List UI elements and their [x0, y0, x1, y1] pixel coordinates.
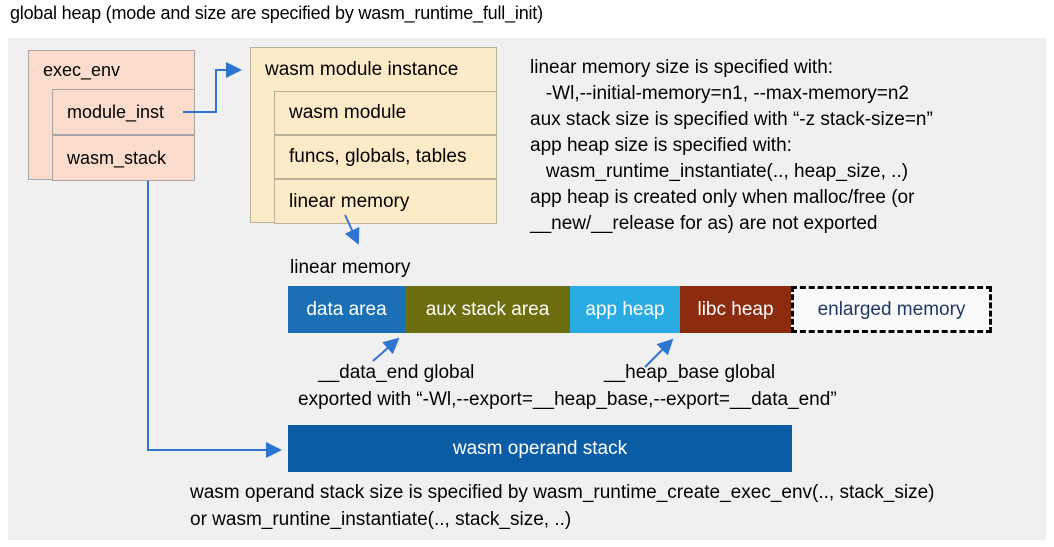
- linear-memory-label: linear memory: [290, 257, 411, 278]
- exec-env-field-wasm-stack: wasm_stack: [52, 135, 195, 181]
- instance-field-linear-memory: linear memory: [274, 179, 497, 224]
- segment-aux-stack-area: aux stack area: [405, 286, 570, 333]
- note-app-heap-created-2: __new/__release for as) are not exported: [530, 213, 878, 234]
- note-linear-memory-size: linear memory size is specified with:: [530, 57, 834, 78]
- note-app-heap-created-1: app heap is created only when malloc/fre…: [530, 187, 915, 208]
- module-instance-title: wasm module instance: [265, 58, 459, 80]
- wasm-operand-stack-bar: wasm operand stack: [288, 425, 792, 472]
- instance-field-wasm-module: wasm module: [274, 91, 497, 135]
- note-operand-stack-size-2: or wasm_runtine_instantiate(.., stack_si…: [190, 509, 572, 530]
- note-aux-stack-size: aux stack size is specified with “-z sta…: [530, 109, 933, 130]
- segment-data-area: data area: [288, 286, 405, 333]
- data-end-global-label: __data_end global: [318, 362, 475, 383]
- exec-env-field-module-inst: module_inst: [52, 89, 195, 135]
- exported-with-label: exported with “-Wl,--export=__heap_base,…: [298, 389, 837, 410]
- note-app-heap-size: app heap size is specified with:: [530, 135, 792, 156]
- module-instance-box: wasm module instance wasm module funcs, …: [250, 47, 497, 224]
- segment-enlarged-memory: enlarged memory: [791, 286, 992, 333]
- page-title: global heap (mode and size are specified…: [10, 3, 543, 23]
- note-wl-initial-memory: -Wl,--initial-memory=n1, --max-memory=n2: [530, 83, 909, 104]
- segment-libc-heap: libc heap: [680, 286, 791, 333]
- note-runtime-instantiate: wasm_runtime_instantiate(.., heap_size, …: [530, 161, 909, 182]
- instance-field-funcs-globals-tables: funcs, globals, tables: [274, 135, 497, 179]
- segment-app-heap: app heap: [570, 286, 680, 333]
- exec-env-box: exec_env module_inst wasm_stack: [28, 50, 195, 181]
- heap-base-global-label: __heap_base global: [604, 362, 776, 383]
- exec-env-title: exec_env: [43, 59, 121, 80]
- note-operand-stack-size-1: wasm operand stack size is specified by …: [190, 482, 935, 503]
